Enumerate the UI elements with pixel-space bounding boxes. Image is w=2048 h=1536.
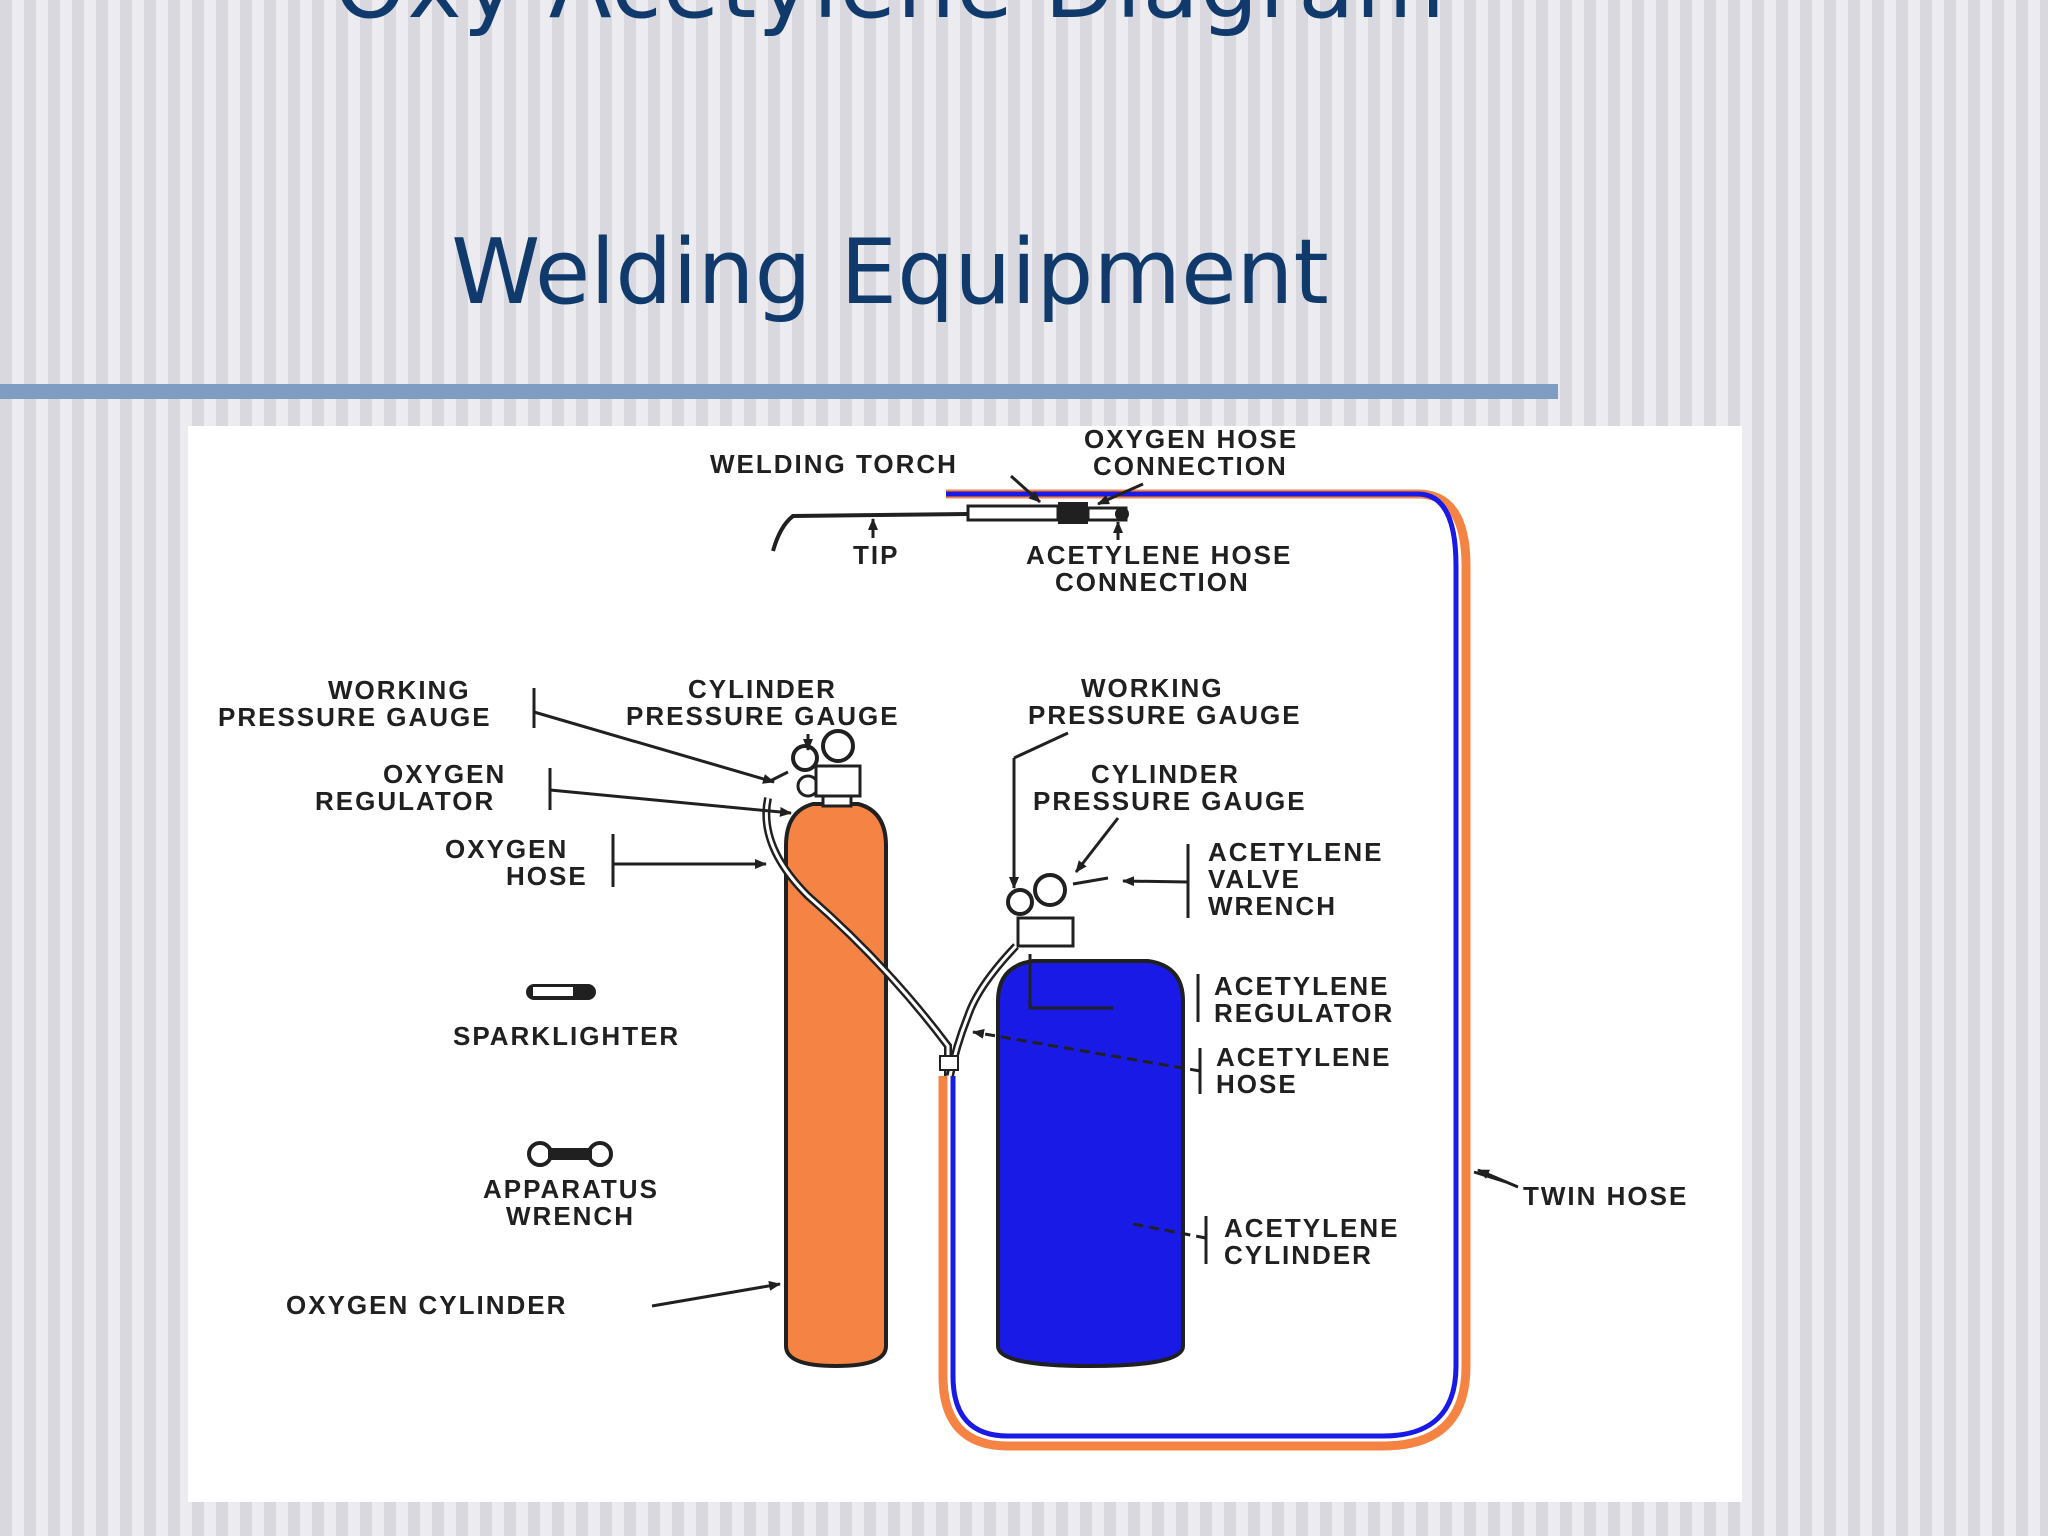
label-twin-hose: TWIN HOSE [1523,1181,1688,1211]
hose-joint [939,1055,959,1071]
label-acetylene-hose-2: HOSE [1216,1069,1298,1099]
oxygen-regulator [769,729,862,798]
label-acetylene-regulator-1: ACETYLENE [1214,971,1389,1001]
label-cylinder-pressure-gauge-left-1: CYLINDER [688,674,837,704]
label-tip: TIP [853,540,899,570]
label-cylinder-pressure-gauge-right-2: PRESSURE GAUGE [1033,786,1307,816]
label-oxygen-regulator-1: OXYGEN [383,759,506,789]
label-sparklighter: SPARKLIGHTER [453,1021,680,1051]
label-cylinder-pressure-gauge-left-2: PRESSURE GAUGE [626,701,900,731]
twin-hose-outer [938,489,1471,1451]
label-acetylene-cylinder-1: ACETYLENE [1224,1213,1399,1243]
label-working-pressure-gauge-left-2: PRESSURE GAUGE [218,702,492,732]
label-acetylene-regulator-2: REGULATOR [1214,998,1394,1028]
oxygen-cylinder [784,784,888,1369]
label-acetylene-valve-wrench-3: WRENCH [1208,891,1337,921]
label-welding-torch: WELDING TORCH [710,449,958,479]
acetylene-cylinder [996,954,1185,1369]
label-working-pressure-gauge-right-1: WORKING [1081,673,1224,703]
welding-torch [771,502,1129,552]
label-oxygen-regulator-2: REGULATOR [315,786,495,816]
sparklighter-icon [526,984,596,1000]
label-cylinder-pressure-gauge-right-1: CYLINDER [1091,759,1240,789]
label-acetylene-valve-wrench-1: ACETYLENE [1208,837,1383,867]
label-oxygen-hose-connection-2: CONNECTION [1093,451,1288,481]
label-working-pressure-gauge-right-2: PRESSURE GAUGE [1028,700,1302,730]
label-acetylene-hose-connection-2: CONNECTION [1055,567,1250,597]
label-apparatus-wrench-2: WRENCH [506,1201,635,1231]
label-oxygen-hose-2: HOSE [506,861,588,891]
label-acetylene-cylinder-2: CYLINDER [1224,1240,1373,1270]
label-acetylene-valve-wrench-2: VALVE [1208,864,1301,894]
label-apparatus-wrench-1: APPARATUS [483,1174,659,1204]
oxy-acetylene-diagram: WELDING TORCH OXYGEN HOSE CONNECTION TIP… [218,426,1688,1451]
apparatus-wrench-icon [527,1141,613,1167]
diagram-panel: WELDING TORCH OXYGEN HOSE CONNECTION TIP… [188,426,1742,1502]
label-acetylene-hose-connection-1: ACETYLENE HOSE [1026,540,1292,570]
leader-arrows [533,474,1519,1308]
label-working-pressure-gauge-left-1: WORKING [328,675,471,705]
slide-title: Oxy-Acetylene Diagram [0,0,1780,39]
twin-hose-inner [946,491,1459,1439]
slide-subtitle: Welding Equipment [451,220,1329,325]
label-brackets [532,688,1208,1264]
acetylene-regulator [1006,873,1109,948]
label-acetylene-hose-1: ACETYLENE [1216,1042,1391,1072]
label-oxygen-hose-1: OXYGEN [445,834,568,864]
label-oxygen-cylinder: OXYGEN CYLINDER [286,1290,567,1320]
label-oxygen-hose-connection-1: OXYGEN HOSE [1084,426,1298,454]
title-divider [0,384,1558,399]
